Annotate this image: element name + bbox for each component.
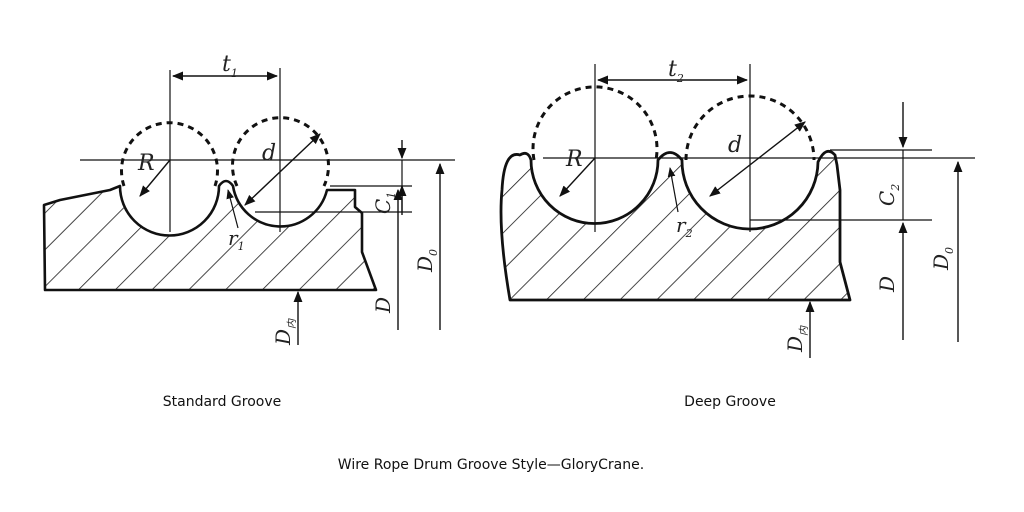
deep-groove-figure: t2 R d r2 C2 D D0 D内: [499, 57, 975, 358]
label-Dinner-left-sub: 内: [286, 318, 298, 329]
svg-text:D内: D内: [271, 318, 298, 346]
label-r2: r: [676, 213, 687, 237]
label-Dinner-left: D: [271, 329, 295, 346]
label-C1-sub: 1: [385, 192, 398, 199]
label-d-left: d: [262, 141, 276, 166]
svg-text:r2: r2: [676, 213, 693, 240]
label-r2-sub: 2: [685, 227, 693, 240]
label-R-right: R: [565, 147, 583, 172]
svg-text:t1: t1: [222, 52, 238, 80]
deep-groove-caption: Deep Groove: [684, 394, 776, 410]
label-C2-sub: 2: [889, 184, 902, 192]
standard-groove-figure: t1 R d r1 C1 D D0 D内: [42, 52, 455, 346]
svg-text:D内: D内: [783, 325, 810, 353]
label-t2-sub: 2: [676, 72, 684, 85]
label-Dinner-right-sub: 内: [798, 325, 810, 336]
label-C1: C: [371, 199, 395, 214]
label-D-left: D: [371, 297, 395, 314]
label-r1-sub: 1: [238, 240, 245, 253]
svg-text:D0: D0: [413, 249, 440, 273]
label-D0-right: D: [929, 254, 953, 271]
label-D-right: D: [875, 276, 899, 293]
svg-text:C1: C1: [371, 192, 398, 214]
drum-body-left: [42, 179, 378, 292]
label-t1: t: [222, 52, 231, 77]
svg-text:t2: t2: [668, 57, 684, 85]
svg-text:C2: C2: [875, 184, 902, 206]
label-t1-sub: 1: [231, 67, 238, 80]
standard-groove-caption: Standard Groove: [162, 394, 282, 410]
label-r1: r: [228, 226, 239, 250]
figure-title: Wire Rope Drum Groove Style—GloryCrane.: [337, 457, 645, 473]
label-D0-right-sub: 0: [943, 247, 956, 254]
label-Dinner-right: D: [783, 336, 807, 353]
label-t2: t: [668, 57, 677, 82]
label-R-left: R: [137, 151, 155, 176]
label-C2: C: [875, 191, 899, 206]
label-D0-left: D: [413, 256, 437, 273]
drum-body-right: [499, 149, 852, 302]
label-d-right: d: [728, 133, 742, 158]
svg-text:D0: D0: [929, 247, 956, 271]
svg-text:r1: r1: [228, 226, 245, 253]
label-D0-left-sub: 0: [427, 249, 440, 256]
